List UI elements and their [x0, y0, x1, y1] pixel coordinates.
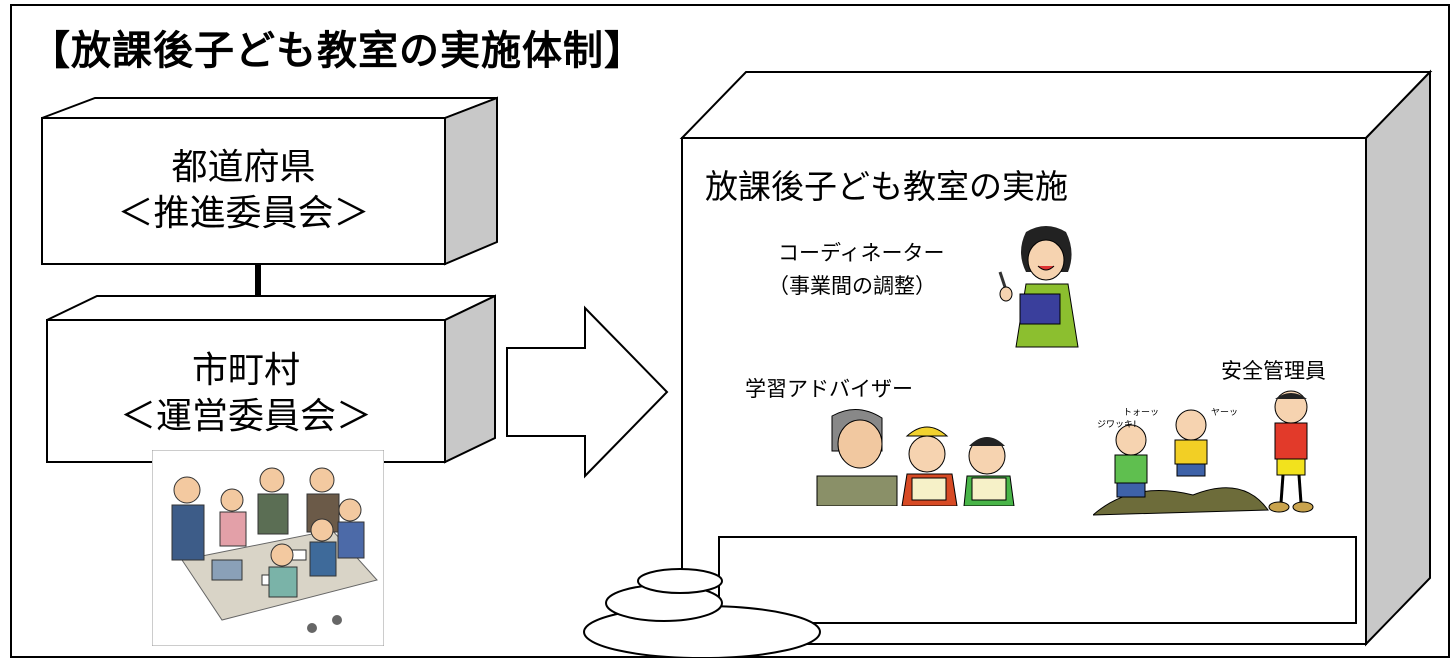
coordinator-label: コーディネーター — [778, 241, 945, 265]
prefecture-committee: ＜推進委員会＞ — [117, 193, 370, 234]
sfx-2: トォーッ — [1123, 408, 1159, 418]
advisor-label: 学習アドバイザー — [745, 377, 913, 401]
prefecture-name: 都道府県 — [171, 147, 316, 188]
flow-arrow — [506, 305, 669, 479]
safety-manager-label: 安全管理員 — [1221, 359, 1326, 383]
municipality-name: 市町村 — [191, 350, 300, 391]
coordinator-role: （事業間の調整） — [768, 274, 936, 298]
stacked-ellipses — [583, 568, 821, 658]
prefecture-label: 都道府県 ＜推進委員会＞ — [42, 145, 445, 237]
sfx-1: ジワッキ! — [1097, 420, 1137, 430]
coordinator-illustration — [986, 222, 1086, 356]
implementation-box — [679, 69, 1433, 647]
municipality-committee: ＜運営委員会＞ — [119, 396, 372, 437]
prefecture-box — [41, 96, 498, 266]
sfx-3: ヤーッ — [1211, 408, 1238, 418]
advisor-illustration — [812, 406, 1032, 510]
safety-illustration: ジワッキ! トォーッ ヤーッ — [1091, 385, 1343, 524]
diagram-title: 【放課後子ども教室の実施体制】 — [30, 28, 645, 74]
implementation-heading: 放課後子ども教室の実施 — [705, 167, 1068, 206]
meeting-illustration — [151, 449, 385, 650]
municipality-label: 市町村 ＜運営委員会＞ — [47, 348, 445, 440]
